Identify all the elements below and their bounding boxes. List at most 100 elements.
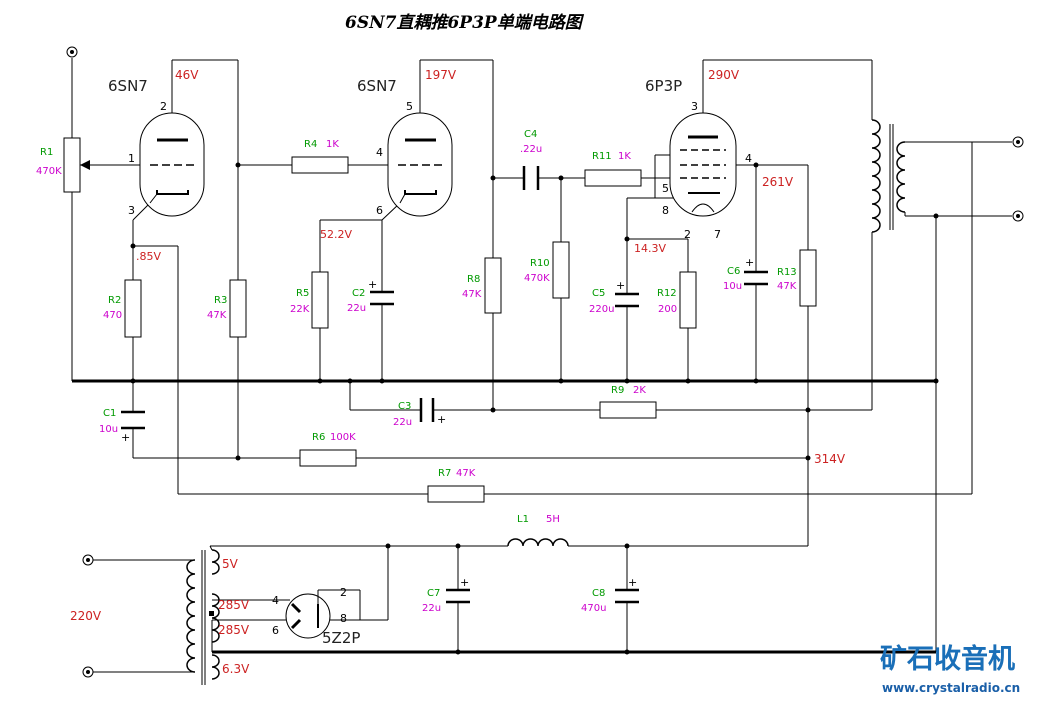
tube-v1-label: 6SN7 [108,77,148,95]
resistor-r1[interactable] [63,137,90,193]
terminal-input[interactable] [66,46,78,58]
svg-text:+: + [368,278,377,291]
terminal-speaker-plus[interactable] [1012,136,1024,148]
capacitor-c2[interactable]: + [368,278,394,306]
mains-voltage: 220V [70,609,102,623]
terminal-mains-b[interactable] [82,666,94,678]
resistor-r8[interactable] [484,257,502,314]
capacitor-c5[interactable]: + [615,279,639,308]
power-transformer[interactable] [186,545,220,685]
value-label: 10u [723,281,742,292]
svg-text:+: + [616,279,625,292]
voltage-label: 290V [708,68,740,82]
value-label: 47K [777,281,797,292]
tube-rectifier[interactable] [212,589,361,639]
terminal-speaker-minus[interactable] [1012,210,1024,222]
ref-label: R13 [777,267,797,278]
resistor-r12[interactable] [679,271,697,329]
voltage-label: 314V [814,452,846,466]
pin-label: 6 [376,204,383,217]
pin-label: 8 [662,204,669,217]
ref-label: C5 [592,288,605,299]
ref-label: R3 [214,295,227,306]
pin-label: 4 [272,594,279,607]
capacitor-c1[interactable]: + [121,410,145,444]
ref-label: R10 [530,258,550,269]
value-label: 200 [658,304,677,315]
svg-text:+: + [121,431,130,444]
tube-v2[interactable] [387,112,453,217]
value-label: 470u [581,603,606,614]
resistor-r7[interactable] [427,485,485,503]
value-label: 22u [393,417,412,428]
resistor-r6[interactable] [299,449,357,467]
pin-label: 4 [376,146,383,159]
resistor-r11[interactable] [584,169,642,187]
svg-text:+: + [460,576,469,589]
ref-label: R4 [304,139,317,150]
resistor-r4[interactable] [291,156,349,174]
value-label: 470K [524,273,550,284]
terminal-mains-a[interactable] [82,554,94,566]
pin-label: 1 [128,152,135,165]
resistor-r3[interactable] [229,279,247,338]
ref-label: R12 [657,288,677,299]
value-label: 22u [422,603,441,614]
pin-label: 3 [691,100,698,113]
watermark-brand: 矿石收音机 [880,643,1015,675]
resistor-r9[interactable] [599,401,657,419]
capacitor-c7[interactable]: + [446,576,470,604]
tube-v2-label: 6SN7 [357,77,397,95]
ref-label: L1 [517,514,529,525]
value-label: 47K [456,468,476,479]
tube-v3[interactable] [669,112,737,217]
heater-63v-label: 6.3V [222,662,250,676]
watermark-url: www.crystalradio.cn [882,681,1020,695]
resistor-r10[interactable] [552,241,570,299]
tube-rect-label: 5Z2P [322,629,360,647]
pin-label: 8 [340,612,347,625]
capacitor-c6[interactable]: + [744,256,768,286]
ref-label: C3 [398,401,411,412]
capacitor-c8[interactable]: + [615,576,639,604]
ref-label: R1 [40,147,53,158]
hv-label-b: 285V [218,623,250,637]
svg-text:+: + [628,576,637,589]
value-label: 2K [633,385,646,396]
ref-label: R2 [108,295,121,306]
resistor-r5[interactable] [311,271,329,329]
hv-label-a: 285V [218,598,250,612]
value-label: 47K [207,310,227,321]
pin-label: 6 [272,624,279,637]
capacitor-c4[interactable] [522,166,540,190]
capacitor-c3[interactable]: + [419,398,446,426]
heater-5v-label: 5V [222,557,239,571]
value-label: 5H [546,514,560,525]
value-label: 1K [326,139,339,150]
ref-label: C6 [727,266,740,277]
voltage-label: 46V [175,68,199,82]
ref-label: R5 [296,288,309,299]
inductor-l1[interactable] [507,538,569,547]
ref-label: R9 [611,385,624,396]
ref-label: C7 [427,588,440,599]
ref-label: C4 [524,129,537,140]
value-label: 100K [330,432,356,443]
output-transformer[interactable] [871,119,936,233]
ref-label: R7 [438,468,451,479]
pin-label: 4 [745,152,752,165]
svg-text:+: + [745,256,754,269]
resistor-r13[interactable] [799,249,817,307]
pin-label: 2 [340,586,347,599]
voltage-label: 197V [425,68,457,82]
diagram-title: 6SN7直耦推6P3P单端电路图 [345,13,585,33]
voltage-label: .85V [136,250,161,263]
tube-v1[interactable] [139,112,205,217]
value-label: 470K [36,166,62,177]
junction-dots [130,162,939,655]
svg-text:+: + [437,413,446,426]
wiring [71,58,1012,673]
ref-label: C2 [352,288,365,299]
value-label: 10u [99,424,118,435]
resistor-r2[interactable] [124,279,142,338]
